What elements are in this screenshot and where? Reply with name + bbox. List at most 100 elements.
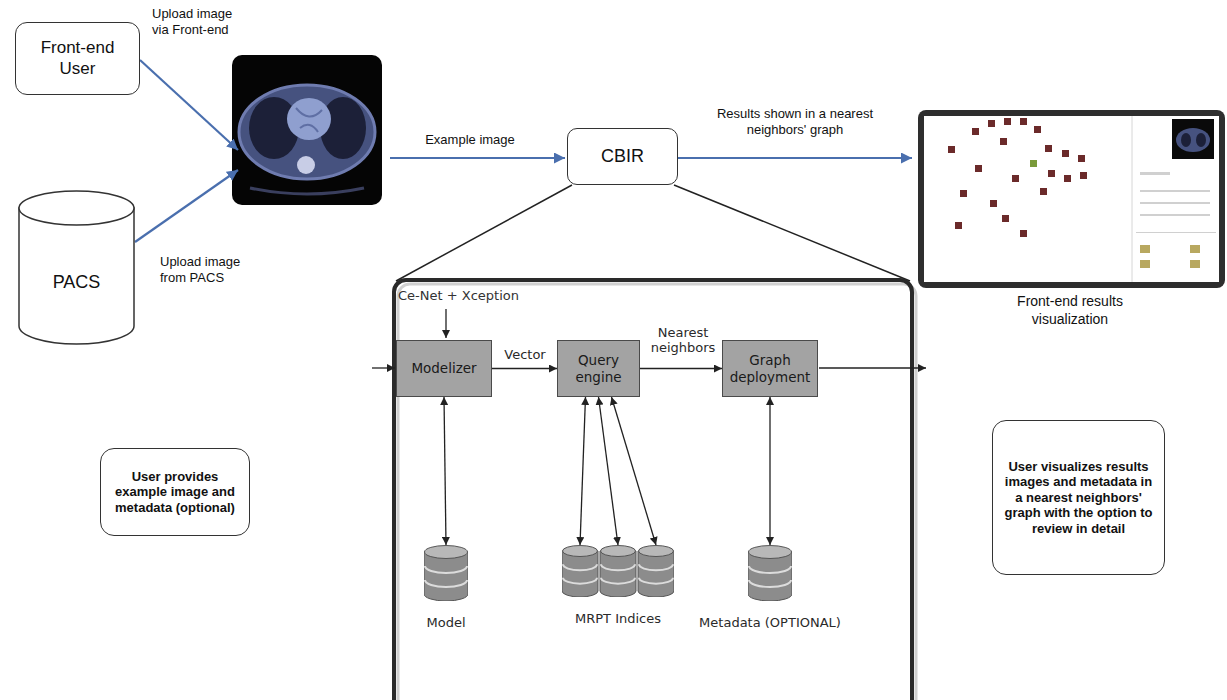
input-arrow <box>445 309 446 338</box>
ct-spine <box>297 156 315 174</box>
annotation-label: Ce-Net + Xception <box>398 288 558 304</box>
cylinder-band <box>601 578 635 584</box>
node-text: Query engine <box>563 352 634 384</box>
cylinder-top <box>601 546 636 557</box>
node-text: MRPT Indices <box>575 611 661 627</box>
text-holder: User provides example image and metadata… <box>109 469 241 516</box>
ct-frame <box>232 55 382 205</box>
graph-dot <box>1045 145 1052 152</box>
text-holder: Query engine <box>563 352 634 384</box>
mini-ct-lung <box>1196 133 1206 147</box>
graph-dot <box>955 222 962 229</box>
results-screenshot <box>918 110 1225 288</box>
graph-dot <box>975 165 982 172</box>
panel-thumb <box>1140 260 1150 268</box>
screen-frame <box>918 110 1225 288</box>
panel-line <box>1140 190 1210 192</box>
cylinder-band <box>563 578 597 584</box>
cylinder-band <box>749 566 791 573</box>
graph-dot <box>1040 188 1047 195</box>
cylinder-band <box>563 564 597 570</box>
graph-dot <box>990 200 997 207</box>
cylinder-body <box>600 551 636 597</box>
text-holder: Graph deployment <box>728 352 812 384</box>
actor-box: Front-end User <box>15 22 140 95</box>
annotation-label: Results shown in a nearest neighbors' gr… <box>700 106 890 139</box>
cylinder-top <box>425 546 468 559</box>
cylinder-band <box>639 578 673 584</box>
connector <box>444 397 446 545</box>
text-holder: Modelizer <box>402 360 486 376</box>
graph-dot <box>972 128 979 135</box>
cylinder-band <box>749 580 791 587</box>
node-text: Metadata (OPTIONAL) <box>699 615 841 631</box>
zoom-line <box>396 185 572 281</box>
cylinder-body <box>638 551 674 597</box>
edge-label: Nearest neighbors <box>646 326 720 356</box>
screen-area <box>924 116 1219 282</box>
graph-dot <box>988 120 995 127</box>
connector <box>492 368 557 369</box>
mini-ct <box>1172 119 1214 159</box>
panel-line <box>1140 214 1210 216</box>
graph-dot <box>1078 155 1085 162</box>
node-text: User provides example image and metadata… <box>109 469 241 516</box>
panel-lines <box>1136 172 1216 268</box>
ct-heart <box>287 98 331 140</box>
graph-dot <box>1020 230 1027 237</box>
graph-dot <box>1080 172 1087 179</box>
mini-ct-body <box>1176 128 1210 152</box>
panel-thumb <box>1140 245 1150 253</box>
annotation-label: Upload image via Front-end <box>152 6 240 39</box>
node-text: User visualizes results images and metad… <box>1001 459 1156 537</box>
cylinder-body <box>424 552 468 601</box>
cylinder-top <box>563 546 598 557</box>
connector <box>599 397 619 545</box>
graph-dot <box>1012 175 1019 182</box>
detail-frame <box>394 280 912 700</box>
graph-dot <box>1020 118 1027 125</box>
connector <box>769 397 770 545</box>
ct-scan-image <box>232 55 382 205</box>
cylinder-icon <box>562 545 674 597</box>
upload-arrow <box>140 60 238 150</box>
graph-dot <box>1048 170 1055 177</box>
cylinder-band <box>425 566 467 573</box>
panel-line <box>1136 232 1216 233</box>
cylinder-icon <box>748 545 792 601</box>
node-text: Graph deployment <box>728 352 812 384</box>
cylinder-top <box>639 546 674 557</box>
graph-dot <box>948 146 955 153</box>
ct-heart-detail <box>296 108 322 132</box>
screen-divider <box>1132 116 1133 282</box>
cylinder-body <box>562 551 598 597</box>
graph-dot <box>1062 150 1069 157</box>
panel-thumb <box>1190 260 1200 268</box>
graph-dot <box>1002 215 1009 222</box>
graph-dot <box>960 190 967 197</box>
connector <box>612 397 657 545</box>
text-holder: CBIR <box>576 146 669 168</box>
ct-table <box>250 188 364 194</box>
annotation-label: Example image <box>405 132 535 148</box>
node-text: Front-end User <box>24 38 131 79</box>
output-arrow <box>819 367 926 368</box>
process-box: Modelizer <box>396 340 492 397</box>
process-box: CBIR <box>567 128 678 185</box>
node-text: PACS <box>18 272 135 294</box>
callout-box: User visualizes results images and metad… <box>992 420 1165 575</box>
pacs-cylinder: PACS <box>18 190 135 345</box>
graph-dot <box>1004 118 1011 125</box>
database-cylinder: Model <box>406 545 486 631</box>
panel-line <box>1140 202 1210 204</box>
process-box: Query engine <box>557 340 640 397</box>
graph-dot <box>1034 126 1041 133</box>
graph-dot <box>1064 175 1071 182</box>
cylinder-band <box>601 564 635 570</box>
cylinder-band <box>639 564 673 570</box>
panel-line <box>1140 172 1170 175</box>
cylinder-body <box>748 552 792 601</box>
node-text: CBIR <box>576 146 669 168</box>
pacs-cylinder-outline <box>18 190 135 345</box>
connector <box>640 368 722 369</box>
